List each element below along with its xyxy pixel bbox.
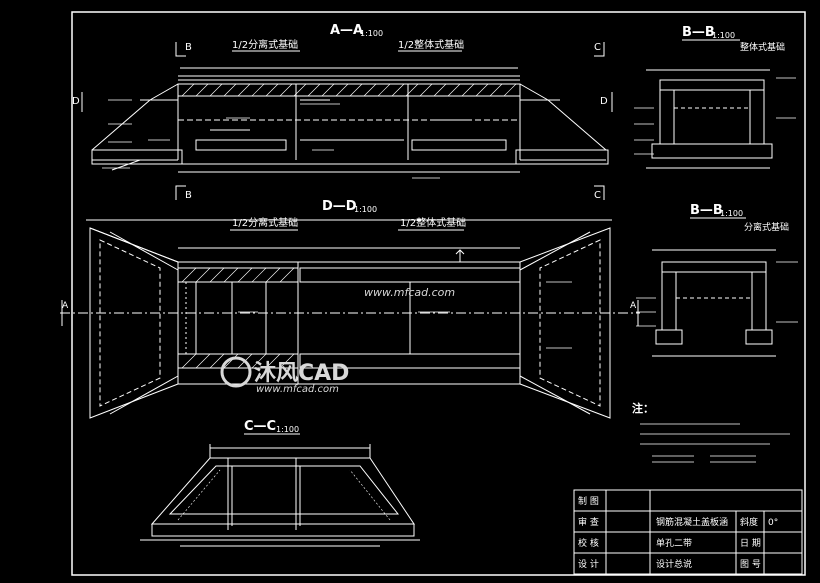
title-role-2: 校 核 (578, 537, 599, 549)
watermark-logo-icon (220, 356, 252, 388)
section-dd-scale: 1:100 (354, 205, 377, 214)
mark-c-top-right: C (594, 42, 601, 53)
section-bb-bottom-title: B—B (690, 203, 723, 218)
mark-b-top-left: B (185, 42, 192, 53)
title-right-label-1: 斜度 (740, 516, 758, 528)
watermark-url: www.mfcad.com (364, 286, 455, 299)
section-aa-right-label: 1/2整体式基础 (398, 38, 464, 51)
title-content-1: 钢筋混凝土盖板涵 (656, 516, 728, 528)
watermark-logo-url: www.mfcad.com (256, 384, 339, 395)
section-dd-right-label: 1/2整体式基础 (400, 216, 466, 229)
section-bb-top-label: 整体式基础 (740, 41, 785, 53)
section-bb-bottom-label: 分离式基础 (744, 221, 789, 233)
mark-a-right: A (630, 301, 637, 311)
section-bb-top-title: B—B (682, 25, 715, 40)
section-aa-left-label: 1/2分离式基础 (232, 38, 298, 51)
title-block: 制 图 审 查 校 核 设 计 钢筋混凝土盖板涵 单孔二带 设计总说 斜度 0°… (573, 489, 803, 575)
section-dd-left-label: 1/2分离式基础 (232, 216, 298, 229)
section-bb-top-scale: 1:100 (712, 31, 735, 40)
title-content-3: 设计总说 (656, 558, 692, 570)
drawing-border (71, 11, 806, 576)
title-right-value-1: 0° (768, 518, 778, 528)
title-right-label-3: 图 号 (740, 559, 761, 570)
title-role-3: 设 计 (578, 558, 599, 570)
mark-c-bottom-right: C (594, 190, 601, 201)
mark-a-left: A (62, 301, 69, 311)
section-cc-title: C—C (244, 419, 276, 434)
mark-d-right: D (600, 96, 608, 107)
mark-b-bottom-left: B (185, 190, 192, 201)
watermark-logo-text: 沐风CAD (254, 361, 349, 386)
notes-block: 注： (632, 401, 790, 463)
section-bb-top: B—B 1:100 整体式基础 (634, 25, 796, 169)
title-content-2: 单孔二带 (656, 537, 692, 549)
title-role-1: 审 查 (578, 516, 599, 528)
watermark: www.mfcad.com 沐风CAD www.mfcad.com (220, 286, 455, 395)
section-bb-bottom: B—B 1:100 分离式基础 (636, 203, 798, 357)
section-aa-scale: 1:100 (360, 29, 383, 38)
section-dd: D—D 1:100 1/2分离式基础 1/2整体式基础 (60, 199, 640, 419)
title-right-label-2: 日 期 (740, 538, 761, 549)
section-aa: A—A 1:100 1/2分离式基础 1/2整体式基础 (72, 23, 613, 201)
mark-d-left: D (72, 96, 80, 107)
section-cc-scale: 1:100 (276, 425, 299, 434)
section-aa-title: A—A (330, 23, 363, 38)
notes-heading: 注： (632, 401, 654, 415)
section-bb-bottom-scale: 1:100 (720, 209, 743, 218)
section-dd-title: D—D (322, 199, 357, 214)
title-role-0: 制 图 (578, 495, 599, 507)
section-cc: C—C 1:100 (140, 419, 420, 547)
